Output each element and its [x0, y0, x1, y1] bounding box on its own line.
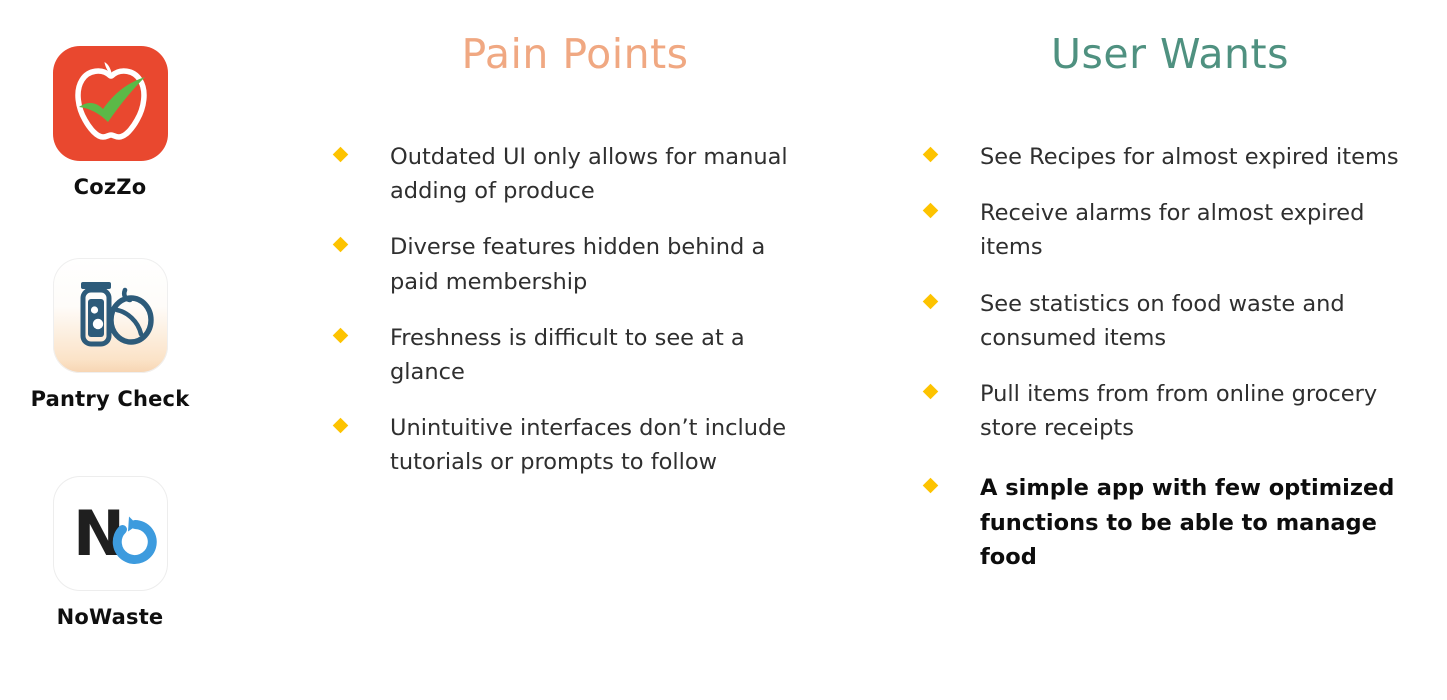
diamond-bullet-icon [332, 327, 349, 344]
list-item: Unintuitive interfaces don’t include tut… [325, 411, 825, 479]
app-label: CozZo [73, 175, 147, 199]
user-wants-bullet-list: See Recipes for almost expired items Rec… [915, 140, 1425, 596]
diamond-bullet-icon [922, 383, 939, 400]
list-item-text: See Recipes for almost expired items [980, 144, 1399, 170]
cozzo-apple-icon [52, 46, 168, 161]
list-item-highlighted: A simple app with few optimized function… [915, 471, 1425, 574]
list-item-text: See statistics on food waste and consume… [980, 290, 1345, 351]
list-item: See statistics on food waste and consume… [915, 287, 1425, 355]
pain-points-heading: Pain Points [461, 30, 689, 78]
list-item-text: Freshness is difficult to see at a glanc… [390, 324, 745, 385]
diamond-bullet-icon [922, 293, 939, 309]
diamond-bullet-icon [922, 202, 939, 219]
list-item-text: A simple app with few optimized function… [980, 475, 1395, 570]
pantry-jar-icon [52, 258, 168, 373]
list-item: Freshness is difficult to see at a glanc… [325, 321, 825, 389]
app-label: NoWaste [56, 605, 164, 629]
app-entry-nowaste: N NoWaste [0, 476, 220, 629]
diamond-bullet-icon [922, 478, 939, 494]
list-item-text: Diverse features hidden behind a paid me… [390, 234, 766, 295]
app-entry-cozzo: CozZo [0, 46, 220, 199]
diamond-bullet-icon [332, 237, 349, 253]
nowaste-n-o-icon: N [52, 476, 168, 591]
diamond-bullet-icon [922, 146, 939, 163]
list-item: Pull items from from online grocery stor… [915, 377, 1425, 445]
list-item: Receive alarms for almost expired items [915, 196, 1425, 264]
list-item-text: Outdated UI only allows for manual addin… [390, 144, 788, 205]
pain-points-bullet-list: Outdated UI only allows for manual addin… [325, 140, 825, 502]
list-item: Diverse features hidden behind a paid me… [325, 230, 825, 298]
list-item: See Recipes for almost expired items [915, 140, 1425, 174]
list-item: Outdated UI only allows for manual addin… [325, 140, 825, 208]
app-entry-pantry-check: Pantry Check [0, 258, 220, 411]
app-label: Pantry Check [30, 387, 190, 411]
diamond-bullet-icon [332, 146, 349, 163]
diamond-bullet-icon [332, 417, 349, 434]
list-item-text: Receive alarms for almost expired items [980, 200, 1365, 261]
user-wants-heading: User Wants [1051, 30, 1289, 78]
list-item-text: Pull items from from online grocery stor… [980, 380, 1378, 442]
list-item-text: Unintuitive interfaces don’t include tut… [390, 415, 787, 476]
app-list: CozZo Pantry Check N NoWas [0, 0, 220, 700]
